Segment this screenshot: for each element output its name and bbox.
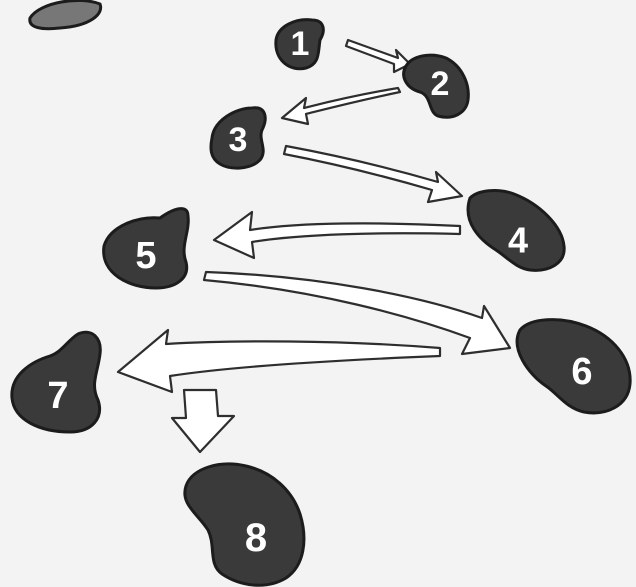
arrows xyxy=(116,38,512,454)
step-label-6: 6 xyxy=(571,351,592,393)
footprint-6: 6 xyxy=(515,318,632,415)
footprint-2: 2 xyxy=(402,53,470,119)
step-label-1: 1 xyxy=(291,25,310,63)
footprint-7: 7 xyxy=(10,330,102,434)
partial-footprint-top xyxy=(28,0,103,31)
arrow-5-to-6 xyxy=(202,270,512,356)
footprint-8: 8 xyxy=(183,462,306,587)
arrow-1-to-2 xyxy=(344,38,412,74)
step-label-8: 8 xyxy=(245,516,267,560)
arrow-6-to-7 xyxy=(116,328,442,394)
arrow-7-to-8 xyxy=(170,388,236,454)
step-label-4: 4 xyxy=(508,220,528,261)
step-label-3: 3 xyxy=(229,121,248,159)
arrow-3-to-4 xyxy=(282,144,464,204)
step-label-7: 7 xyxy=(47,375,68,417)
arrow-2-to-3 xyxy=(280,86,402,126)
footprint-4: 4 xyxy=(466,189,566,272)
footprint-5: 5 xyxy=(102,207,190,290)
step-label-2: 2 xyxy=(431,65,450,103)
footprints: 1 2 3 4 5 6 7 8 xyxy=(10,18,632,587)
step-label-5: 5 xyxy=(135,235,156,277)
footprint-3: 3 xyxy=(209,106,267,170)
footprint-1: 1 xyxy=(274,18,325,71)
arrow-4-to-5 xyxy=(212,210,462,260)
